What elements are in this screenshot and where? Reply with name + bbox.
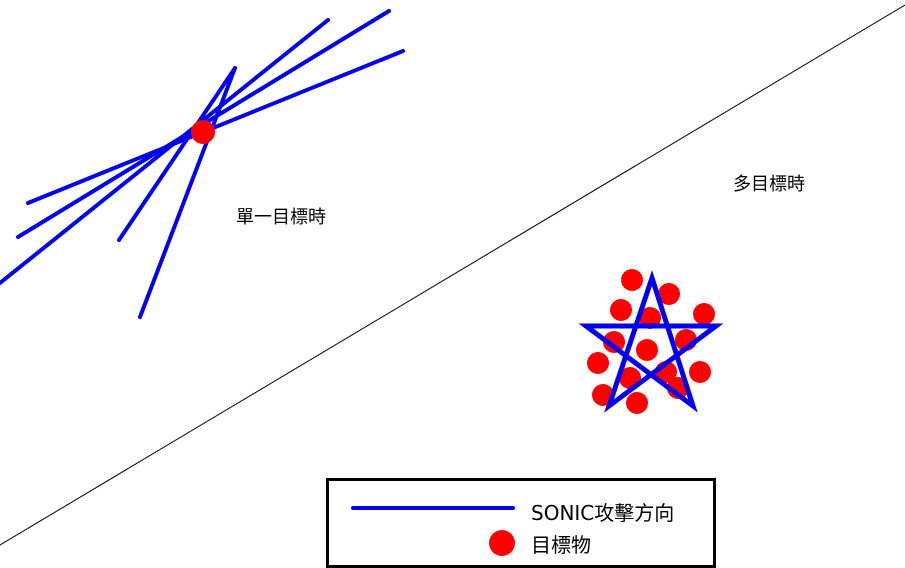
- target-dot: [603, 331, 625, 353]
- target-dot: [658, 283, 680, 305]
- diagram-canvas: [0, 4, 905, 546]
- legend-dot-swatch: [489, 530, 515, 556]
- diagonal-divider: [0, 4, 905, 546]
- target-dot: [621, 269, 643, 291]
- target-dot: [689, 361, 711, 383]
- single-target-dot: [191, 120, 215, 144]
- attack-line: [138, 66, 237, 319]
- star-attack-pattern: [578, 269, 724, 413]
- attack-line: [26, 49, 405, 205]
- legend-line-swatch: [351, 506, 515, 510]
- legend: SONIC攻擊方向 目標物: [326, 478, 716, 568]
- attack-line: [0, 18, 330, 285]
- target-dot: [610, 299, 632, 321]
- target-dot: [626, 392, 648, 414]
- target-dot: [693, 303, 715, 325]
- target-dot: [587, 352, 609, 374]
- target-dot: [636, 339, 658, 361]
- multi-target-label: 多目標時: [733, 174, 805, 195]
- single-target-attack-lines: [0, 9, 405, 319]
- legend-attack-direction-label: SONIC攻擊方向: [531, 501, 675, 525]
- legend-target-label: 目標物: [531, 533, 591, 557]
- legend-row-attack-direction: SONIC攻擊方向: [329, 495, 713, 525]
- single-target-label: 單一目標時: [236, 207, 326, 228]
- attack-line: [117, 66, 237, 242]
